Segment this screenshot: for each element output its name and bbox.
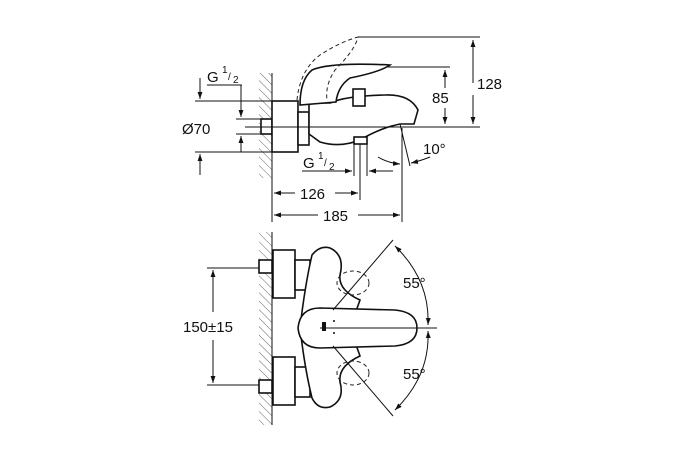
logo-mark [322,322,326,331]
svg-text:1: 1 [318,151,324,162]
lower-eccentric [272,356,296,406]
dim-diameter: Ø70 [182,121,210,138]
thread-label-bottom: G 1 / 2 [303,151,335,173]
dim-spacing: 150±15 [183,319,233,336]
svg-text:2: 2 [233,75,239,86]
upper-nipple [258,259,273,274]
wall-hatch [259,232,272,425]
svg-text:/: / [324,158,327,169]
diverter-button [352,88,366,107]
svg-text:2: 2 [329,162,335,173]
front-view: 55° 55° 150±15 [183,232,437,425]
lever-handle [299,63,393,106]
dim-128: 128 [477,76,502,93]
dim-85: 85 [432,90,449,107]
shower-outlet [353,136,368,145]
dim-angle-lower: 55° [403,366,426,383]
dim-angle-upper: 55° [403,275,426,292]
lever-right-dashed [336,360,370,386]
svg-text:G: G [207,69,219,86]
thread-label-left: G 1 / 2 [207,65,239,86]
dim-126: 126 [300,186,325,203]
connector [297,111,310,146]
dim-angle-10: 10° [423,141,446,158]
side-view: 128 85 Ø70 G 1 / 2 G 1 / 2 [182,36,502,225]
svg-text:G: G [303,155,315,172]
upper-eccentric [272,249,296,299]
lower-nipple [258,379,273,394]
svg-text:/: / [228,72,231,83]
lever-left-dashed [336,270,370,296]
dim-185: 185 [323,208,348,225]
svg-text:1: 1 [222,65,228,76]
